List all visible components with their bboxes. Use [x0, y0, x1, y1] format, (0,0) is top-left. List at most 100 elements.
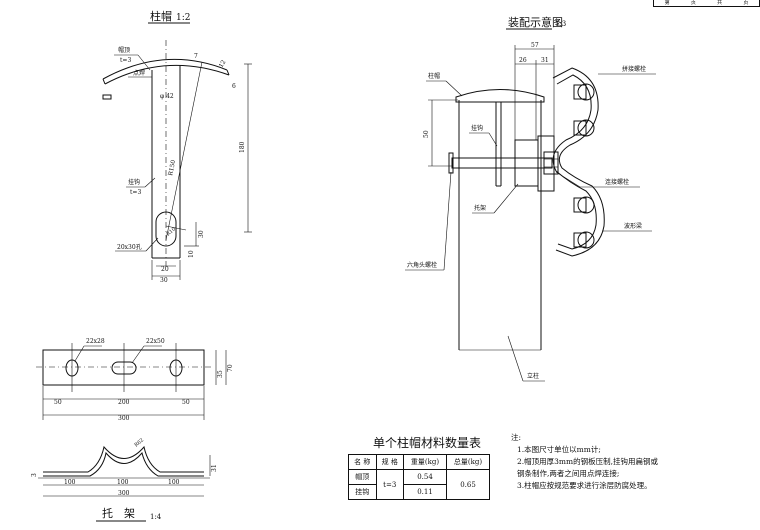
weight-cell: 0.54: [403, 469, 447, 485]
dim-30h: 30: [160, 277, 168, 284]
note-line: 钢条制作,两者之间用点焊连接;: [517, 469, 620, 478]
dim-300: 300: [118, 415, 130, 422]
dim-35: 35: [217, 370, 224, 378]
bracket-side: [537, 135, 555, 192]
table-title: 单个柱帽材料数量表: [373, 436, 482, 450]
assembly-title: 装配示意图: [508, 15, 563, 29]
dim-26: 26: [519, 57, 527, 64]
corner-cell: 页: [743, 0, 749, 6]
hook-label: 挂钩: [128, 178, 140, 186]
post-label: 立柱: [527, 372, 539, 380]
bracket-plate: [514, 139, 539, 187]
hex-bolt-leader: [443, 171, 452, 271]
wave-beam-label: 波形梁: [624, 222, 642, 230]
slot-22x50-label: 22x50: [146, 338, 165, 345]
spec-cell: t=3: [375, 469, 404, 500]
dim-200: 200: [118, 399, 130, 406]
splice-bolt-washer: [577, 196, 595, 214]
spot-weld-label: 点焊: [133, 69, 145, 77]
dim-180: 180: [239, 141, 246, 153]
bracket-leader: [493, 183, 519, 214]
slot-label: 20x30孔: [117, 243, 142, 251]
hole-22x28-right: [169, 359, 183, 377]
slot-22x50: [111, 361, 137, 375]
cap-top-label: 帽顶: [118, 46, 130, 54]
total-cell: 0.65: [445, 469, 491, 500]
cap-top-leader: [137, 54, 151, 71]
r150-leader: [165, 61, 203, 241]
notes: 注: 1.本图尺寸单位以mm计; 2.帽顶用厚3mm的钢板压制,挂钩用扁钢或 钢…: [511, 432, 658, 492]
diameter-label: φ 42: [160, 93, 174, 100]
wave-beam-inner: [552, 74, 597, 250]
radius-label: R62: [133, 437, 145, 448]
dim-50: 50: [423, 130, 430, 138]
dim-100-b: 100: [117, 479, 129, 486]
radius-150-label: R150: [167, 159, 177, 176]
dim-50-right: 50: [182, 399, 190, 406]
dim-300-side: 300: [118, 490, 130, 497]
name-cell: 帽顶: [348, 469, 377, 485]
cap-dome-bottom: [104, 64, 230, 85]
bracket-label: 托架: [474, 204, 486, 212]
splice-bolt-washer: [577, 231, 595, 249]
splice-bolt-washer: [577, 119, 595, 137]
name-cell: 挂钩: [348, 484, 377, 500]
cap-dome-top: [102, 58, 228, 80]
hex-bolt-shank: [451, 157, 553, 169]
note-line: 2.帽顶用厚3mm的钢板压制,挂钩用扁钢或: [517, 457, 659, 466]
hook-leader-diag: [488, 132, 498, 147]
splice-bolt-label: 拼接螺栓: [622, 65, 646, 73]
cap-detail: 柱帽 1:2 帽顶 t=3 点焊 φ 4: [102, 9, 252, 284]
post-leader: [507, 335, 524, 382]
splice-bolt-nut: [573, 84, 587, 100]
dim-100-a: 100: [64, 479, 76, 486]
dim-10: 10: [188, 250, 195, 258]
hole-22x28-label: 22x28: [86, 338, 105, 345]
dim-6: 6: [232, 83, 236, 90]
wave-beam-outer: [552, 67, 605, 257]
hex-bolt-label: 六角头螺栓: [407, 261, 437, 269]
bracket-plan: 22x28 22x50 50 200 50 300 35 70: [36, 338, 234, 422]
splice-bolt-nut: [573, 232, 587, 248]
slot-leader: [131, 345, 145, 364]
splice-bolt-nut: [573, 197, 587, 213]
connect-bolt-label: 连接螺栓: [605, 178, 629, 186]
table-header-row: 名 称 规 格 重量(kg) 总量(kg): [348, 454, 491, 470]
splice-bolts: [573, 83, 595, 249]
bracket-side-view: R62 100 100 100 300 3 31 托 架 1:4: [31, 437, 218, 522]
weight-cell: 0.11: [403, 484, 447, 500]
assembly-cap: [455, 89, 545, 103]
dim-12: 12: [218, 59, 228, 69]
dim-31: 31: [541, 57, 549, 64]
cap-scale: 1:2: [176, 13, 190, 23]
dim-70: 70: [227, 364, 234, 372]
bracket-profile-top: [43, 445, 204, 473]
hole-22x28-leader: [74, 345, 85, 362]
connect-nut: [543, 151, 559, 175]
dim-3: 3: [31, 473, 38, 477]
r10-leader: [165, 225, 187, 231]
hook-thickness: t=3: [130, 189, 141, 196]
corner-cell: 共: [717, 0, 723, 6]
header-cell: 名 称: [348, 454, 377, 470]
radius-10-label: R10: [165, 226, 177, 237]
corner-cell: 第: [664, 0, 670, 6]
connect-bolt-leader: [555, 171, 581, 188]
dim-20: 20: [161, 266, 169, 273]
bracket-plan-outline: [42, 349, 205, 386]
splice-bolt-nut: [573, 120, 587, 136]
dim-31: 31: [211, 464, 218, 472]
cap-label: 柱帽: [428, 72, 440, 80]
material-table: 名 称 规 格 重量(kg) 总量(kg) 帽顶 t=3 0.54 0.65 挂…: [348, 454, 491, 500]
hole-22x28: [65, 359, 79, 377]
header-cell: 总量(kg): [445, 454, 491, 470]
dim-7: 7: [194, 53, 198, 60]
slot-leader: [145, 237, 159, 252]
header-cell: 规 格: [375, 454, 404, 470]
cap-top-thickness: t=3: [120, 57, 131, 64]
assembly-detail: 装配示意图 1:3 57 26 31: [405, 15, 656, 382]
header-cell: 重量(kg): [403, 454, 447, 470]
table-row: 挂钩 0.11: [348, 484, 490, 500]
